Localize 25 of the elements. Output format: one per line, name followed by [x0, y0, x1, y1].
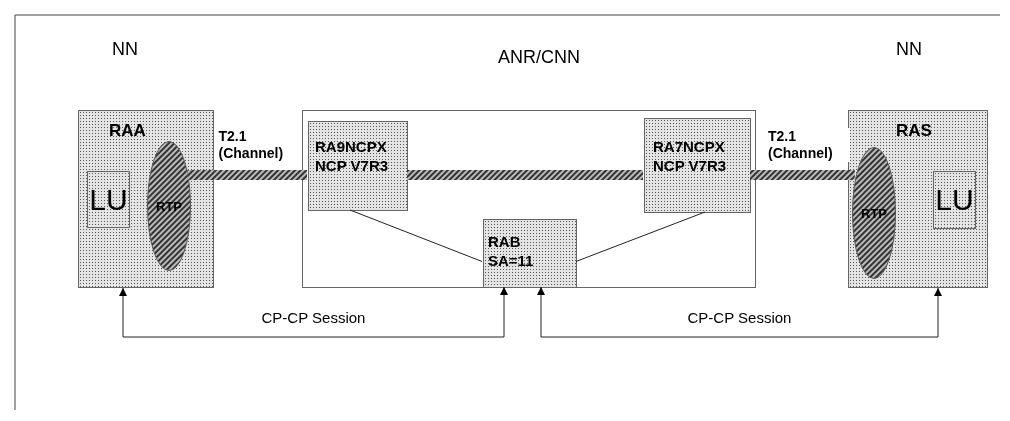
connector-line	[349, 209, 483, 262]
node-heading: ANR/CNN	[498, 47, 580, 68]
node-label: RAA	[109, 121, 146, 140]
node-label: RAS	[896, 121, 932, 140]
node-label: LU	[934, 183, 975, 217]
process-box	[644, 118, 751, 213]
node-label: RAB SA=11	[488, 232, 535, 270]
connector-line	[575, 211, 706, 262]
edge-label: T2.1 (Channel)	[768, 128, 850, 162]
process-box	[483, 219, 577, 288]
node-label: RTP	[155, 198, 183, 214]
node-label: LU	[88, 182, 129, 217]
node-label: RA9NCPX NCP V7R3	[315, 137, 390, 175]
channel-link	[750, 170, 855, 180]
node-heading: NN	[112, 39, 138, 60]
process-box	[308, 121, 408, 211]
channel-link	[407, 170, 643, 180]
session-arrow	[537, 286, 942, 338]
channel-link	[187, 170, 307, 180]
node-label: RTP	[860, 205, 888, 221]
lu-box	[87, 171, 130, 228]
lu-box	[933, 171, 976, 229]
node-label: RA7NCPX NCP V7R3	[653, 137, 728, 175]
node-heading: NN	[896, 39, 922, 60]
session-arrow	[119, 286, 508, 338]
